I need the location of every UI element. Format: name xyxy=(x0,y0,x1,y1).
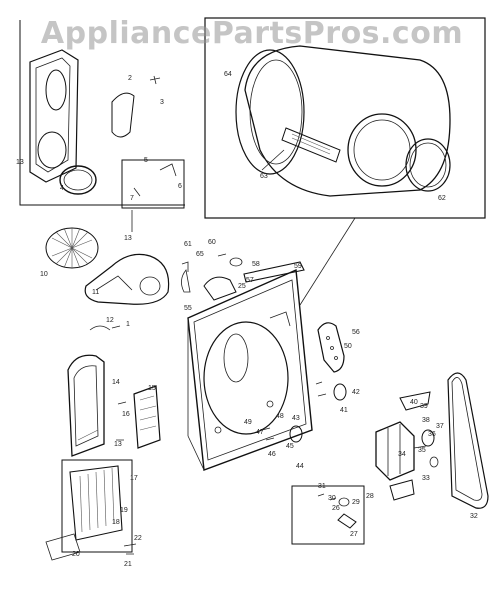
part-number-label: 61 xyxy=(184,241,192,248)
part-number-label: 15 xyxy=(148,385,156,392)
part-number-label: 3 xyxy=(160,99,164,106)
part-number-label: 37 xyxy=(436,423,444,430)
part-number-label: 50 xyxy=(344,343,352,350)
part-number-label: 59 xyxy=(294,263,302,270)
part-number-label: 30 xyxy=(328,495,336,502)
part-number-label: 45 xyxy=(286,443,294,450)
part-number-label: 13 xyxy=(16,159,24,166)
part-number-label: 25 xyxy=(238,283,246,290)
part-number-label: 47 xyxy=(256,429,264,436)
door-assembly-group xyxy=(19,20,185,206)
part-number-label: 26 xyxy=(332,505,340,512)
lint-duct-assembly xyxy=(45,354,161,561)
part-number-label: 40 xyxy=(410,399,418,406)
part-number-label: 13 xyxy=(124,235,132,242)
part-number-label: 56 xyxy=(352,329,360,336)
part-number-label: 49 xyxy=(244,419,252,426)
part-number-label: 11 xyxy=(92,289,99,296)
motor-idler-assembly xyxy=(261,322,489,545)
part-number-label: 42 xyxy=(352,389,360,396)
part-number-label: 55 xyxy=(184,305,192,312)
part-number-label: 14 xyxy=(112,379,120,386)
part-number-label: 43 xyxy=(292,415,300,422)
part-number-label: 7 xyxy=(130,195,134,202)
part-number-label: 5 xyxy=(144,157,148,164)
part-number-label: 1 xyxy=(126,321,130,328)
part-number-label: 48 xyxy=(276,413,284,420)
part-number-label: 4 xyxy=(60,185,64,192)
front-panel-assembly xyxy=(181,253,313,471)
part-number-label: 38 xyxy=(422,417,430,424)
part-number-label: 29 xyxy=(352,499,360,506)
part-number-label: 31 xyxy=(318,483,326,490)
part-number-label: 63 xyxy=(260,173,268,180)
part-number-label: 65 xyxy=(196,251,204,258)
part-number-label: 35 xyxy=(418,447,426,454)
part-number-label: 20 xyxy=(72,551,80,558)
part-number-label: 44 xyxy=(296,463,304,470)
part-number-label: 18 xyxy=(112,519,120,526)
part-number-label: 62 xyxy=(438,195,446,202)
part-number-label: 46 xyxy=(268,451,276,458)
part-number-label: 21 xyxy=(124,561,132,568)
part-number-label: 2 xyxy=(128,75,132,82)
part-number-label: 57 xyxy=(246,277,254,284)
part-number-label: 58 xyxy=(252,261,260,268)
part-number-label: 60 xyxy=(208,239,216,246)
part-number-labels: 2313456713101112115141613171819202122646… xyxy=(16,71,478,568)
part-number-label: 13 xyxy=(114,441,122,448)
part-number-label: 33 xyxy=(422,475,430,482)
part-number-label: 6 xyxy=(178,183,182,190)
part-number-label: 12 xyxy=(106,317,114,324)
part-number-label: 10 xyxy=(40,271,48,278)
drum-assembly-group xyxy=(204,17,486,306)
part-number-label: 64 xyxy=(224,71,232,78)
part-number-label: 36 xyxy=(428,431,436,438)
part-number-label: 34 xyxy=(398,451,406,458)
part-number-label: 27 xyxy=(350,531,358,538)
part-number-label: 28 xyxy=(366,493,374,500)
part-number-label: 22 xyxy=(134,535,142,542)
part-number-label: 41 xyxy=(340,407,348,414)
part-number-label: 32 xyxy=(470,513,478,520)
part-number-label: 39 xyxy=(420,403,428,410)
blower-assembly xyxy=(45,159,185,331)
part-number-label: 17 xyxy=(130,475,138,482)
part-number-label: 19 xyxy=(120,507,128,514)
part-number-label: 16 xyxy=(122,411,130,418)
